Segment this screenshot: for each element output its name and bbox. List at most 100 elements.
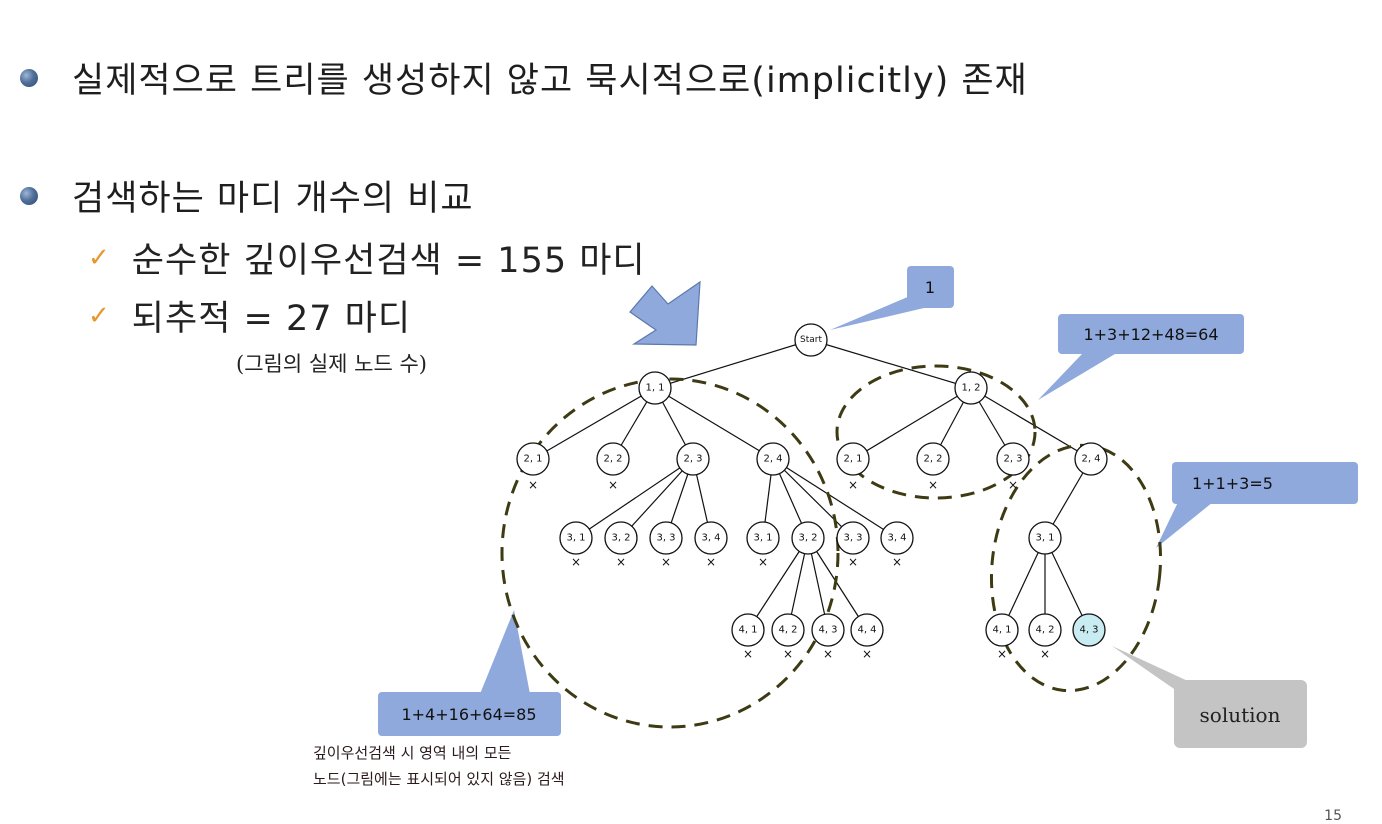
tree-node: 4, 2	[771, 613, 805, 647]
tree-node: 2, 2	[916, 442, 950, 476]
svg-text:2, 2: 2, 2	[603, 454, 622, 465]
svg-text:2, 2: 2, 2	[923, 454, 942, 465]
check-item-backtracking: ✓ 되추적 = 27 마디	[88, 290, 411, 341]
svg-text:3, 4: 3, 4	[701, 533, 720, 544]
tree-node: 2, 1	[836, 442, 870, 476]
svg-text:1, 2: 1, 2	[961, 383, 980, 394]
callout-right-mid-text: 1+1+3=5	[1192, 474, 1273, 493]
pruned-x-icon: ×	[706, 555, 716, 569]
bullet-text: 실제적으로 트리를 생성하지 않고 묵시적으로(implicitly) 존재	[72, 61, 1028, 101]
svg-text:2, 1: 2, 1	[523, 454, 542, 465]
pruned-x-icon: ×	[1008, 478, 1018, 492]
tree-node: 2, 4	[1074, 442, 1108, 476]
svg-text:1, 1: 1, 1	[645, 383, 664, 394]
tree-node: 3, 2	[604, 521, 638, 555]
tree-node: 3, 1	[1028, 521, 1062, 555]
tree-node-solution: 4, 3	[1072, 613, 1106, 647]
tree-node: 4, 1	[731, 613, 765, 647]
callout-right-top-text: 1+3+12+48=64	[1083, 325, 1218, 344]
svg-text:3, 2: 3, 2	[611, 533, 630, 544]
pruned-x-icon: ×	[823, 647, 833, 661]
tree-node: 1, 1	[638, 371, 672, 405]
check-text: 순수한 깊이우선검색 = 155 마디	[131, 241, 646, 281]
check-text: 되추적 = 27 마디	[131, 299, 412, 339]
pruned-x-icon: ×	[783, 647, 793, 661]
pruned-x-icon: ×	[848, 478, 858, 492]
pruned-x-icon: ×	[862, 647, 872, 661]
actual-node-count-note: (그림의 실제 노드 수)	[236, 352, 427, 376]
tree-node: 3, 3	[649, 521, 683, 555]
svg-text:2, 4: 2, 4	[1081, 454, 1100, 465]
checkmark-icon: ✓	[88, 300, 110, 331]
tree-node: 2, 3	[676, 442, 710, 476]
pruned-marks: × × × × × × × × × × × × × × × × × ×	[528, 478, 1050, 661]
callout-right-top-count: 1+3+12+48=64	[1038, 314, 1244, 400]
tree-node-root: Start	[794, 323, 828, 357]
pruned-x-icon: ×	[1040, 647, 1050, 661]
svg-text:2, 1: 2, 1	[843, 454, 862, 465]
tree-node: 1, 2	[954, 371, 988, 405]
svg-text:3, 3: 3, 3	[656, 533, 675, 544]
svg-text:3, 2: 3, 2	[798, 533, 817, 544]
pruned-x-icon: ×	[743, 647, 753, 661]
tree-node: 2, 3	[996, 442, 1030, 476]
dfs-note-line2: 노드(그림에는 표시되어 있지 않음) 검색	[313, 770, 565, 788]
dfs-note-line1: 깊이우선검색 시 영역 내의 모든	[313, 744, 512, 762]
tree-node: 4, 3	[811, 613, 845, 647]
callout-solution: solution	[1112, 646, 1307, 748]
pruned-x-icon: ×	[616, 555, 626, 569]
pruned-x-icon: ×	[571, 555, 581, 569]
svg-text:2, 4: 2, 4	[763, 454, 782, 465]
tree-node: 4, 1	[985, 613, 1019, 647]
callout-root-text: 1	[925, 278, 935, 297]
tree-node: 3, 1	[559, 521, 593, 555]
tree-node: 2, 1	[516, 442, 550, 476]
dfs-region-left-outline	[500, 377, 840, 729]
pruned-x-icon: ×	[608, 478, 618, 492]
tree-node: 3, 4	[880, 521, 914, 555]
svg-text:Start: Start	[800, 335, 822, 345]
pruned-x-icon: ×	[997, 647, 1007, 661]
pruned-x-icon: ×	[928, 478, 938, 492]
tree-node: 3, 1	[746, 521, 780, 555]
pruned-x-icon: ×	[661, 555, 671, 569]
svg-text:4, 1: 4, 1	[738, 625, 757, 636]
svg-text:4, 2: 4, 2	[778, 625, 797, 636]
svg-text:4, 3: 4, 3	[818, 625, 837, 636]
svg-text:4, 4: 4, 4	[857, 625, 876, 636]
bullet-node-comparison: 검색하는 마디 개수의 비교	[20, 170, 474, 221]
page-number: 15	[1324, 808, 1342, 824]
dfs-region-note: 깊이우선검색 시 영역 내의 모든 노드(그림에는 표시되어 있지 않음) 검색	[313, 740, 565, 792]
tree-node: 3, 3	[836, 521, 870, 555]
callout-right-mid-count: 1+1+3=5	[1156, 462, 1358, 548]
check-item-dfs: ✓ 순수한 깊이우선검색 = 155 마디	[88, 232, 646, 283]
dfs-region-right-top-outline	[835, 364, 1037, 500]
bullet-dot-icon	[20, 186, 38, 205]
pruned-x-icon: ×	[892, 555, 902, 569]
tree-node: 3, 2	[791, 521, 825, 555]
bullet-text: 검색하는 마디 개수의 비교	[72, 179, 474, 219]
svg-text:4, 3: 4, 3	[1079, 625, 1098, 636]
pruned-x-icon: ×	[848, 555, 858, 569]
tree-node: 4, 4	[850, 613, 884, 647]
tree-node: 2, 2	[596, 442, 630, 476]
tree-node: 3, 4	[694, 521, 728, 555]
callout-left-bottom-count: 1+4+16+64=85	[378, 610, 561, 736]
arrow-icon	[629, 280, 701, 346]
bullet-implicit-tree: 실제적으로 트리를 생성하지 않고 묵시적으로(implicitly) 존재	[20, 52, 1028, 103]
tree-node: 4, 2	[1028, 613, 1062, 647]
callout-root-count: 1	[830, 266, 954, 330]
svg-text:4, 1: 4, 1	[992, 625, 1011, 636]
callout-left-bottom-text: 1+4+16+64=85	[401, 705, 536, 724]
pruned-x-icon: ×	[758, 555, 768, 569]
solution-label: solution	[1200, 703, 1281, 727]
svg-text:3, 1: 3, 1	[566, 533, 585, 544]
bullet-dot-icon	[20, 68, 38, 87]
svg-text:3, 3: 3, 3	[843, 533, 862, 544]
svg-text:2, 3: 2, 3	[1003, 454, 1022, 465]
svg-text:3, 1: 3, 1	[753, 533, 772, 544]
tree-node: 2, 4	[756, 442, 790, 476]
svg-text:3, 4: 3, 4	[887, 533, 906, 544]
tree-nodes: Start 1, 1 1, 2 2, 1 2, 2 2, 3 2, 4 2, 1…	[516, 323, 1108, 647]
checkmark-icon: ✓	[88, 242, 110, 273]
